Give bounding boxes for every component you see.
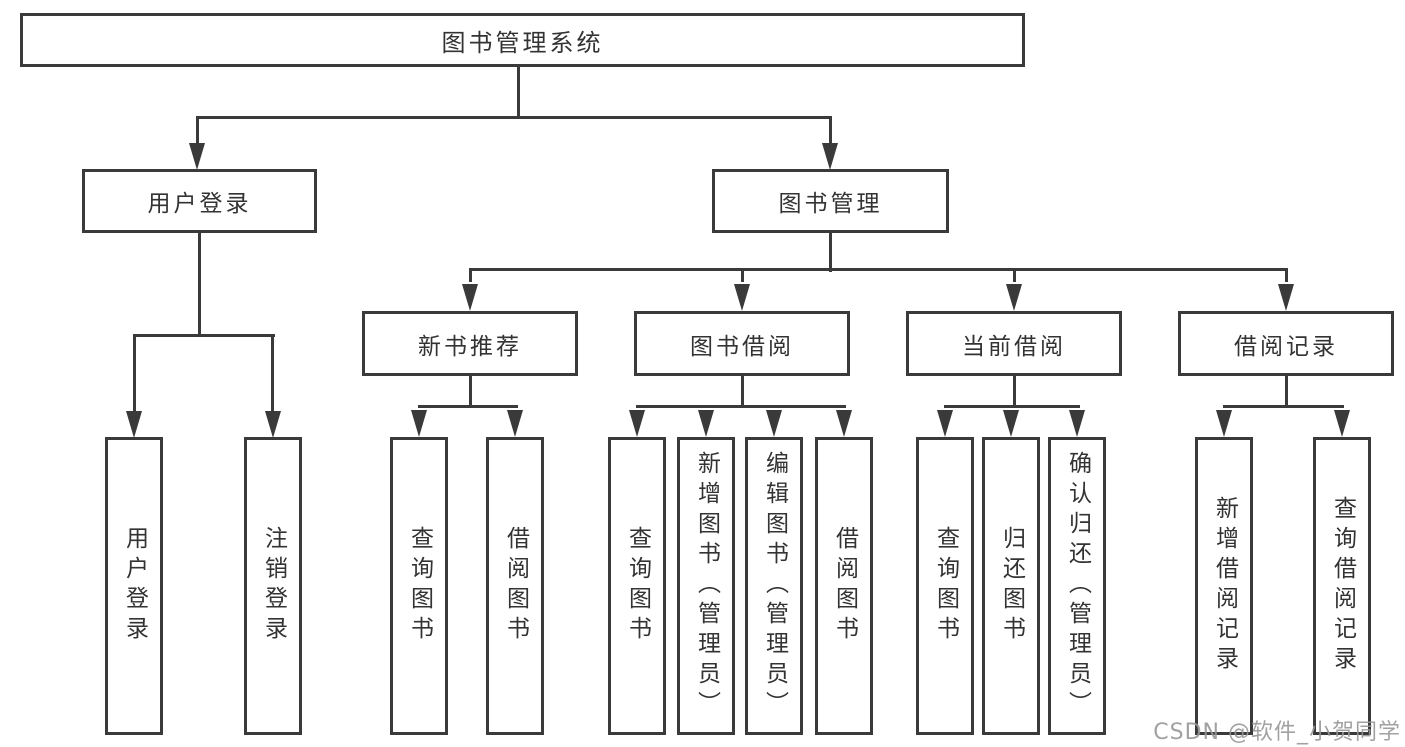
- arrow-down-icon: [629, 410, 645, 437]
- arrow-down-icon: [1334, 410, 1350, 437]
- leaf-query-books-current-label: 查询图书: [932, 526, 959, 646]
- leaf-add-borrow-record: 新增借阅记录: [1195, 437, 1253, 735]
- connector-line: [517, 66, 520, 119]
- leaf-logout-label: 注销登录: [260, 526, 287, 646]
- connector-line: [829, 232, 832, 272]
- leaf-borrow-books-recommend: 借阅图书: [486, 437, 544, 735]
- arrow-down-icon: [126, 411, 142, 438]
- node-new-book-recommendation-label: 新书推荐: [418, 333, 522, 360]
- connector-line: [1285, 375, 1288, 408]
- connector-line: [271, 334, 274, 412]
- arrow-down-icon: [698, 410, 714, 437]
- arrow-down-icon: [265, 411, 281, 438]
- leaf-query-borrow-record: 查询借阅记录: [1313, 437, 1371, 735]
- arrow-down-icon: [937, 410, 953, 437]
- node-user-login-label: 用户登录: [147, 191, 252, 217]
- leaf-query-borrow-record-label: 查询借阅记录: [1329, 496, 1356, 676]
- leaf-confirm-return-admin-label: 确认归还（管理员）: [1064, 451, 1091, 721]
- connector-line: [1223, 405, 1344, 408]
- connector-line: [1013, 375, 1016, 408]
- leaf-user-login: 用户登录: [105, 437, 163, 735]
- arrow-down-icon: [1216, 410, 1232, 437]
- connector-line: [1013, 268, 1016, 282]
- connector-line: [198, 232, 201, 337]
- node-user-login: 用户登录: [82, 169, 317, 233]
- arrow-down-icon: [411, 410, 427, 437]
- connector-line: [418, 405, 518, 408]
- arrow-down-icon: [1069, 410, 1085, 437]
- connector-line: [944, 405, 1080, 408]
- leaf-query-books-borrowing: 查询图书: [608, 437, 666, 735]
- node-current-borrowing: 当前借阅: [906, 311, 1122, 376]
- leaf-borrow-books-recommend-label: 借阅图书: [502, 526, 529, 646]
- leaf-add-book-admin-label: 新增图书（管理员）: [693, 451, 720, 721]
- leaf-borrow-books-borrowing-label: 借阅图书: [831, 526, 858, 646]
- arrow-down-icon: [1278, 284, 1294, 311]
- leaf-confirm-return-admin: 确认归还（管理员）: [1048, 437, 1106, 735]
- connector-line: [469, 375, 472, 408]
- arrow-down-icon: [836, 410, 852, 437]
- connector-line: [469, 268, 472, 282]
- node-root-label: 图书管理系统: [441, 28, 604, 57]
- arrow-down-icon: [462, 284, 478, 311]
- connector-line: [196, 116, 199, 144]
- node-book-management-label: 图书管理: [778, 191, 883, 217]
- arrow-down-icon: [734, 284, 750, 311]
- node-root: 图书管理系统: [20, 13, 1025, 67]
- leaf-query-books-recommend: 查询图书: [390, 437, 448, 735]
- leaf-return-books: 归还图书: [982, 437, 1040, 735]
- leaf-query-books-recommend-label: 查询图书: [406, 526, 433, 646]
- node-borrowing-records: 借阅记录: [1178, 311, 1394, 376]
- arrow-down-icon: [822, 143, 838, 170]
- leaf-borrow-books-borrowing: 借阅图书: [815, 437, 873, 735]
- node-new-book-recommendation: 新书推荐: [362, 311, 578, 376]
- connector-line: [133, 334, 275, 337]
- leaf-add-book-admin: 新增图书（管理员）: [677, 437, 735, 735]
- arrow-down-icon: [507, 410, 523, 437]
- leaf-user-login-label: 用户登录: [121, 526, 148, 646]
- connector-line: [741, 375, 744, 408]
- connector-line: [636, 405, 846, 408]
- arrow-down-icon: [189, 143, 205, 170]
- node-book-borrowing: 图书借阅: [634, 311, 850, 376]
- connector-line: [829, 116, 832, 144]
- leaf-edit-book-admin-label: 编辑图书（管理员）: [761, 451, 788, 721]
- connector-line: [133, 334, 136, 412]
- leaf-query-books-borrowing-label: 查询图书: [624, 526, 651, 646]
- node-book-management: 图书管理: [712, 169, 949, 233]
- leaf-edit-book-admin: 编辑图书（管理员）: [745, 437, 803, 735]
- connector-line: [196, 116, 832, 119]
- connector-line: [741, 268, 744, 282]
- leaf-add-borrow-record-label: 新增借阅记录: [1211, 496, 1238, 676]
- watermark-text: CSDN @软件_小贺同学: [1153, 720, 1401, 745]
- arrow-down-icon: [1003, 410, 1019, 437]
- arrow-down-icon: [766, 410, 782, 437]
- leaf-return-books-label: 归还图书: [998, 526, 1025, 646]
- connector-line: [469, 268, 1288, 271]
- leaf-logout: 注销登录: [244, 437, 302, 735]
- leaf-query-books-current: 查询图书: [916, 437, 974, 735]
- connector-line: [1285, 268, 1288, 282]
- node-borrowing-records-label: 借阅记录: [1234, 333, 1338, 360]
- node-book-borrowing-label: 图书借阅: [690, 333, 794, 360]
- node-current-borrowing-label: 当前借阅: [962, 333, 1066, 360]
- arrow-down-icon: [1006, 284, 1022, 311]
